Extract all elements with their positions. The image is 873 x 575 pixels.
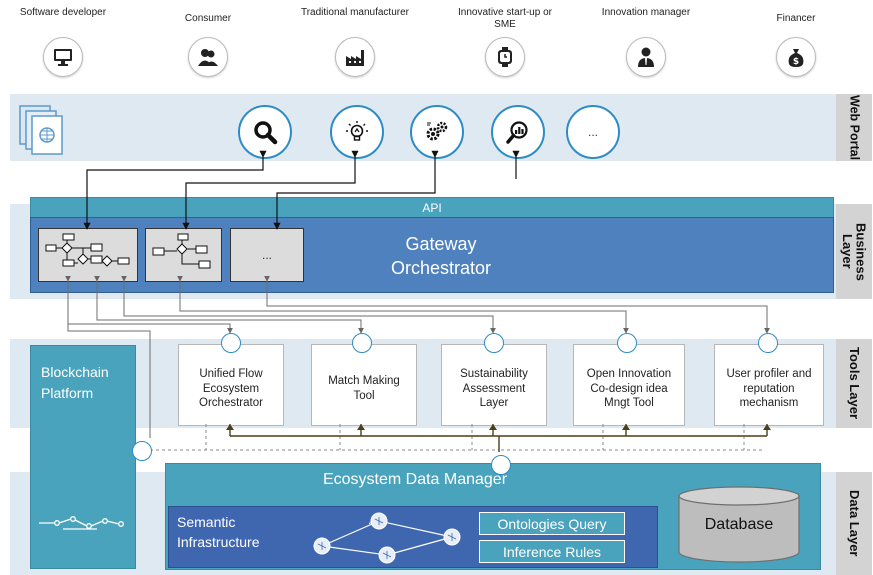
connector-knob [617, 333, 637, 353]
actor-financer: Financer $ [741, 7, 851, 77]
tool-label: Sustainability Assessment Layer [460, 367, 528, 410]
semantic-infrastructure: Semantic Infrastructure Ontologies Query… [168, 506, 658, 568]
actor-innovation-manager: Innovation manager [591, 7, 701, 77]
workflow-more[interactable]: ... [230, 228, 304, 282]
actor-traditional-manufacturer: Traditional manufacturer [300, 7, 410, 77]
service-analytics[interactable] [491, 105, 545, 159]
connector-knob [221, 333, 241, 353]
api-label: API [422, 200, 442, 215]
tool-open-innovation[interactable]: Open Innovation Co-design idea Mngt Tool [573, 344, 685, 426]
web-pages-icon [18, 104, 70, 161]
svg-text:$: $ [793, 57, 799, 67]
search-icon [254, 121, 278, 145]
blockchain-platform: Blockchain Platform [30, 345, 136, 569]
tool-label: Match Making Tool [328, 375, 400, 402]
tool-label: Open Innovation Co-design idea Mngt Tool [586, 367, 672, 410]
workflow-diagram-icon [45, 233, 130, 267]
service-more[interactable]: ... [566, 105, 620, 159]
tool-user-profiler[interactable]: User profiler and reputation mechanism [714, 344, 824, 426]
analytics-icon [506, 121, 528, 144]
workflow-diagram-icon [152, 233, 211, 269]
tool-label: Unified Flow Ecosystem Orchestrator [199, 367, 263, 410]
watch-icon [485, 37, 525, 77]
more-icon: ... [587, 125, 598, 139]
connector-knob [758, 333, 778, 353]
semantic-infrastructure-label: Semantic Infrastructure [177, 514, 260, 550]
data-manager-connector-knob [491, 455, 511, 475]
monitor-icon [43, 37, 83, 77]
database-icon [678, 486, 800, 563]
gateway-orchestrator-label: Gateway Orchestrator [390, 234, 492, 279]
connector-knob [352, 333, 372, 353]
service-settings[interactable] [410, 105, 464, 159]
factory-icon [335, 37, 375, 77]
tool-unified-flow-orchestrator[interactable]: Unified Flow Ecosystem Orchestrator [178, 344, 284, 426]
blockchain-label: Blockchain Platform [41, 364, 109, 401]
workflow-1[interactable] [38, 228, 138, 282]
inference-rules-label: Inference Rules [502, 543, 602, 560]
actor-innovative-startup: Innovative start-up or SME [450, 7, 560, 77]
data-layer-label: Data Layer [836, 472, 872, 575]
service-ideas[interactable] [330, 105, 384, 159]
service-search[interactable] [238, 105, 292, 159]
inference-rules-box[interactable]: Inference Rules [479, 540, 625, 563]
ecosystem-data-manager-label: Ecosystem Data Manager [322, 471, 508, 488]
ontology-graph-icon [313, 512, 461, 564]
tool-sustainability-assessment[interactable]: Sustainability Assessment Layer [441, 344, 547, 426]
tool-label: User profiler and reputation mechanism [726, 367, 812, 410]
database-cylinder: Database [677, 486, 801, 564]
actor-label: Consumer [184, 13, 232, 24]
workflow-2[interactable] [145, 228, 222, 282]
blockchain-chain-icon [39, 516, 124, 530]
lightbulb-icon [346, 121, 368, 141]
actor-label: Innovation manager [601, 7, 691, 18]
money-bag-icon: $ [776, 37, 816, 77]
actor-label: Traditional manufacturer [300, 7, 409, 18]
ontologies-query-box[interactable]: Ontologies Query [479, 512, 625, 535]
businessman-icon [626, 37, 666, 77]
gears-icon [426, 121, 448, 141]
tool-match-making[interactable]: Match Making Tool [311, 344, 417, 426]
actor-consumer: Consumer [153, 7, 263, 77]
ontologies-query-label: Ontologies Query [497, 515, 607, 532]
api-bar: API [30, 197, 834, 218]
web-portal-label: Web Portal [836, 94, 872, 161]
tools-layer-label: Tools Layer [836, 339, 872, 428]
blockchain-connector-knob [132, 441, 152, 461]
actor-software-developer: Software developer [8, 7, 118, 77]
people-icon [188, 37, 228, 77]
business-layer-label: Business Layer [836, 204, 872, 299]
actor-label: Innovative start-up or SME [458, 7, 552, 30]
actor-label: Financer [776, 13, 816, 24]
workflow-more-label: ... [261, 248, 272, 262]
connector-knob [484, 333, 504, 353]
database-label: Database [704, 516, 774, 533]
actor-label: Software developer [19, 7, 107, 18]
